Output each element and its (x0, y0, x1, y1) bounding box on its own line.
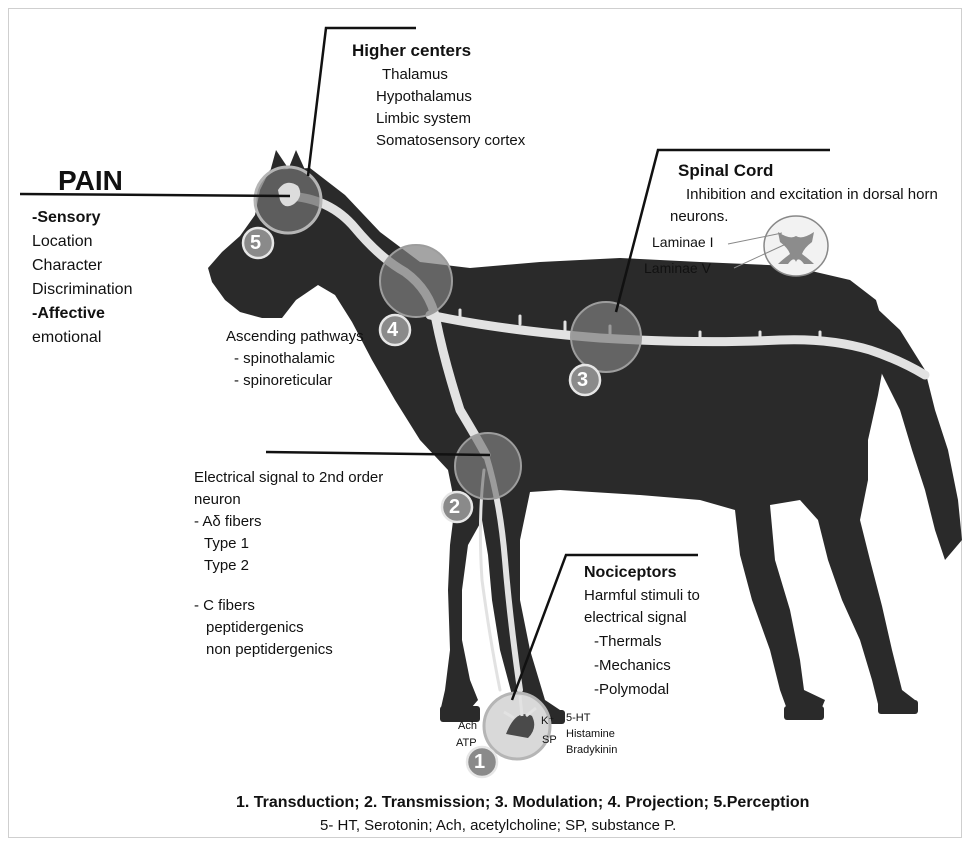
a-delta-type: Type 2 (204, 557, 249, 576)
a-delta-type: Type 1 (204, 535, 249, 554)
c-fiber-type: non peptidergenics (206, 641, 333, 660)
step-5-label: 5 (250, 231, 261, 256)
transmission-line: Electrical signal to 2nd order (194, 469, 383, 488)
mediator-label: SP (542, 734, 557, 748)
mediator-label: 5-HT (566, 712, 590, 726)
caption-abbreviations: 5- HT, Serotonin; Ach, acetylcholine; SP… (320, 817, 676, 836)
sensory-heading: -Sensory (32, 208, 100, 228)
nociceptor-type: -Polymodal (594, 681, 669, 700)
sensory-item: Location (32, 232, 93, 252)
affective-heading: -Affective (32, 304, 105, 324)
mediator-label: K⁺ (541, 715, 554, 729)
transmission-line: neuron (194, 491, 241, 510)
c-fiber-type: peptidergenics (206, 619, 304, 638)
mediator-label: Ach (458, 720, 477, 734)
step-3-label: 3 (577, 368, 588, 393)
sensory-item: Character (32, 256, 102, 276)
spinal-cord-description: Inhibition and excitation in dorsal horn (686, 186, 938, 205)
caption-steps: 1. Transduction; 2. Transmission; 3. Mod… (236, 793, 809, 813)
c-fibers: - C fibers (194, 597, 255, 616)
mediator-label: Bradykinin (566, 744, 617, 758)
step-1-label: 1 (474, 750, 485, 775)
sensory-item: Discrimination (32, 280, 132, 300)
nociceptors-heading: Nociceptors (584, 563, 676, 583)
ascending-item: - spinothalamic (234, 350, 335, 369)
step-4-label: 4 (387, 318, 398, 343)
step-2-label: 2 (449, 495, 460, 520)
ascending-item: - spinoreticular (234, 372, 332, 391)
higher-centers-item: Thalamus (382, 66, 448, 85)
higher-centers-heading: Higher centers (352, 40, 471, 61)
pain-title: PAIN (58, 163, 123, 198)
higher-centers-item: Somatosensory cortex (376, 132, 525, 151)
higher-centers-item: Limbic system (376, 110, 471, 129)
nociceptors-line: electrical signal (584, 609, 687, 628)
horse-silhouette (208, 150, 962, 724)
laminae-5-label: Laminae V (644, 260, 711, 278)
nociceptor-type: -Thermals (594, 633, 662, 652)
nociceptors-line: Harmful stimuli to (584, 587, 700, 606)
a-delta-fibers: - Aδ fibers (194, 513, 262, 532)
mediator-label: ATP (456, 737, 477, 751)
spinal-cord-heading: Spinal Cord (678, 160, 773, 181)
ascending-heading: Ascending pathways (226, 328, 364, 347)
higher-centers-item: Hypothalamus (376, 88, 472, 107)
nociceptor-type: -Mechanics (594, 657, 671, 676)
mediator-label: Histamine (566, 728, 615, 742)
laminae-1-label: Laminae I (652, 234, 713, 252)
spinal-cord-description: neurons. (670, 208, 728, 227)
affective-item: emotional (32, 328, 101, 348)
